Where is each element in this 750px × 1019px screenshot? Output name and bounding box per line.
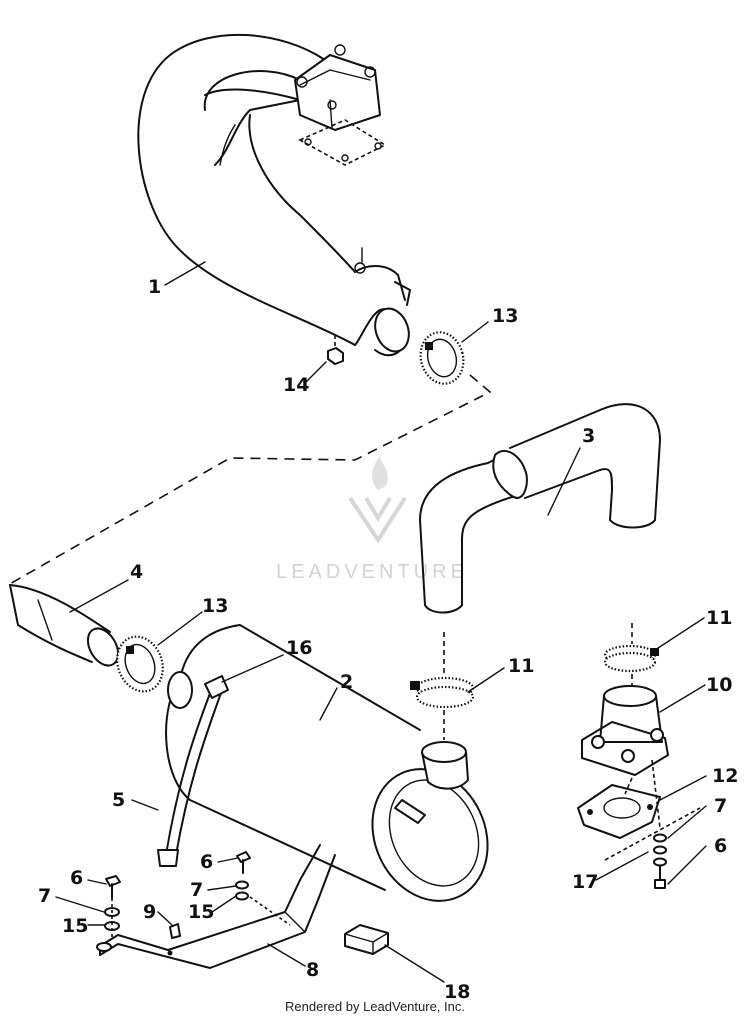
callout-11-left: 11 — [508, 655, 534, 677]
part-13-clamp-upper — [419, 331, 465, 385]
callout-3: 3 — [582, 425, 595, 447]
callout-6-right: 6 — [714, 835, 727, 857]
callout-1: 1 — [148, 276, 161, 298]
part-18-block — [344, 924, 389, 955]
callout-7-left: 7 — [38, 885, 51, 907]
callout-2: 2 — [340, 671, 353, 693]
assembly-path-line — [7, 374, 492, 586]
flame-v-logo-icon — [348, 456, 407, 544]
part-2-muffler — [165, 624, 489, 902]
callout-13-upper: 13 — [492, 305, 518, 327]
part-11-clamp-right — [603, 644, 659, 673]
callout-8: 8 — [306, 959, 319, 981]
callout-10: 10 — [706, 674, 732, 696]
watermark-text: LEADVENTURE — [276, 561, 468, 583]
callout-15-mid: 15 — [188, 901, 214, 923]
part-13-clamp-lower — [116, 635, 164, 693]
hardware-right-stack — [653, 833, 667, 889]
callout-6-mid: 6 — [200, 851, 213, 873]
callout-17: 17 — [572, 871, 598, 893]
callout-7-mid: 7 — [190, 879, 203, 901]
part-8-bracket — [99, 844, 336, 969]
leader-lines — [55, 261, 707, 983]
callout-15-left: 15 — [62, 915, 88, 937]
part-3-elbow-pipe — [419, 403, 661, 614]
part-14-nut — [327, 335, 344, 365]
part-4-tail-pipe — [9, 584, 120, 667]
callout-14: 14 — [283, 374, 309, 396]
footer-credit: Rendered by LeadVenture, Inc. — [285, 999, 465, 1014]
hardware-mid-stack — [169, 851, 291, 939]
part-11-clamp-left — [410, 676, 475, 709]
part-5-strap — [157, 687, 223, 867]
callout-5: 5 — [112, 789, 125, 811]
callout-12: 12 — [712, 765, 738, 787]
part-1-exhaust-pipe — [137, 33, 411, 357]
callouts: 1 13 14 3 4 13 16 2 11 11 10 5 12 7 6 17… — [38, 276, 738, 1003]
callout-9: 9 — [143, 901, 156, 923]
part-10-adapter — [581, 685, 669, 776]
callout-13-lower: 13 — [202, 595, 228, 617]
hardware-left-stack — [96, 875, 121, 952]
callout-6-left: 6 — [70, 867, 83, 889]
callout-7-right: 7 — [714, 795, 727, 817]
watermark: LEADVENTURE — [276, 456, 468, 583]
callout-18: 18 — [444, 981, 470, 1003]
callout-4: 4 — [130, 561, 143, 583]
part-12-gasket — [577, 784, 661, 839]
callout-11-right: 11 — [706, 607, 732, 629]
callout-16: 16 — [286, 637, 312, 659]
